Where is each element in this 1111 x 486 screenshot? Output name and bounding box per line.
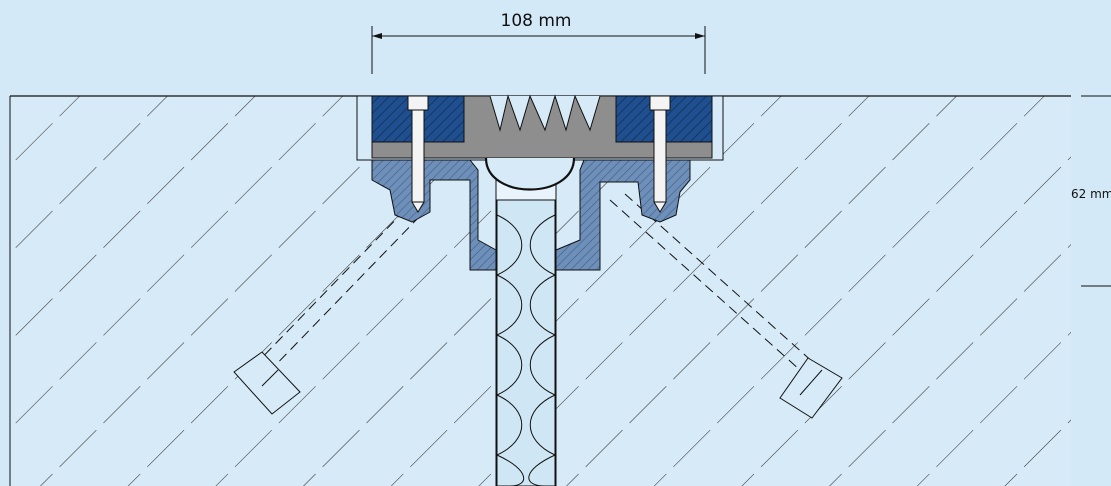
width-dimension-label: 108 mm bbox=[501, 11, 572, 31]
screw-right bbox=[649, 95, 671, 213]
anchor-bolt-right bbox=[609, 193, 843, 419]
concrete-slab-right bbox=[556, 96, 1071, 486]
height-dimension-label: 62 mm bbox=[1071, 187, 1111, 201]
height-dimension bbox=[1081, 95, 1111, 287]
metal-rail-left bbox=[371, 159, 497, 271]
foam-filler bbox=[495, 199, 557, 486]
width-dimension bbox=[371, 26, 706, 74]
screw-left bbox=[407, 95, 429, 213]
anchor-bolt-left bbox=[233, 209, 421, 415]
